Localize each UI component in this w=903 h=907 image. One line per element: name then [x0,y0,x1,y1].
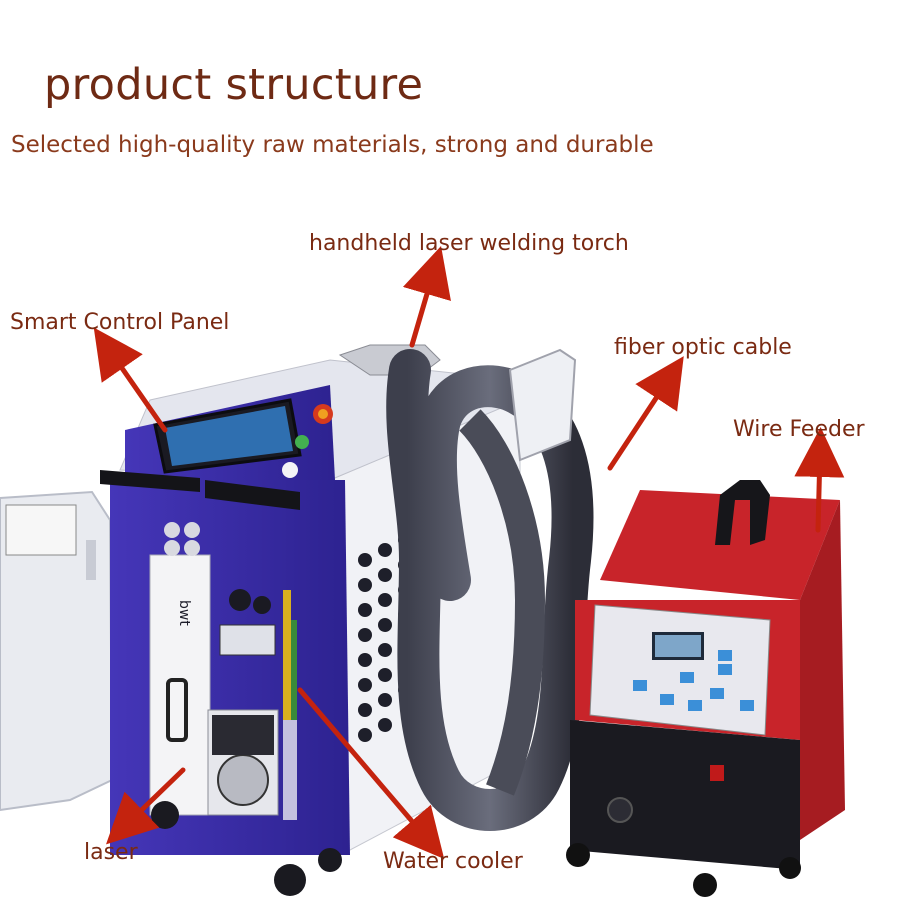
svg-text:bwt: bwt [176,600,192,626]
label-smart-control-panel: Smart Control Panel [10,310,230,335]
arrow-torch [402,246,451,348]
wire-feeder-machine [566,480,845,897]
label-water-cooler: Water cooler [383,849,523,874]
arrow-water-cooler [297,687,445,860]
arrow-laser [106,767,186,845]
cabinet-door [0,490,114,812]
page-title: product structure [44,60,424,110]
label-laser: laser [84,840,138,865]
arrow-fiber [607,356,684,471]
label-fiber-optic-cable: fiber optic cable [614,335,792,360]
callout-arrows [93,246,845,860]
arrow-wire-feeder [794,427,845,533]
arrow-control-panel [93,327,168,433]
label-handheld-torch: handheld laser welding torch [309,231,629,256]
welding-torch-and-hose [338,344,594,831]
page-subtitle: Selected high-quality raw materials, str… [11,132,654,158]
label-wire-feeder: Wire Feeder [733,417,865,442]
